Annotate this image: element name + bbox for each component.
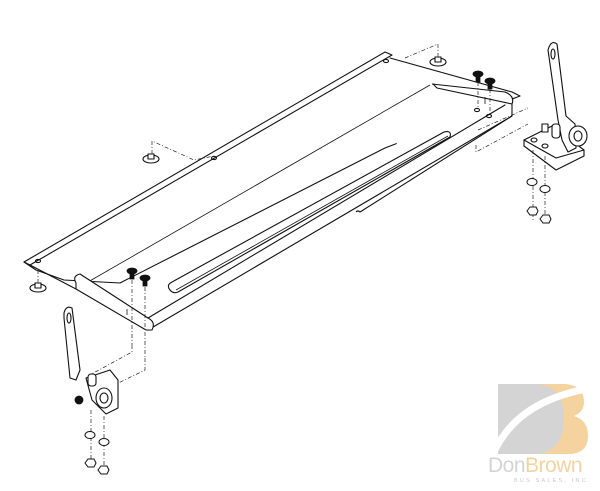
washer-nuts-right bbox=[526, 150, 552, 224]
grommets bbox=[29, 43, 447, 293]
watermark-logo: DonBrown BUS SALES, INC. bbox=[488, 380, 598, 488]
screw-pair-right bbox=[472, 70, 496, 114]
db-monogram-icon bbox=[490, 384, 593, 454]
tray bbox=[23, 51, 521, 331]
screw-pair-left bbox=[126, 267, 151, 358]
bracket-left bbox=[63, 306, 146, 415]
grommet-2 bbox=[429, 56, 447, 67]
bracket-right bbox=[475, 42, 588, 171]
watermark-subtitle: BUS SALES, INC. bbox=[514, 478, 592, 484]
grommet-3 bbox=[29, 282, 47, 293]
washer-nuts-left bbox=[84, 410, 110, 475]
grommet-1 bbox=[142, 153, 160, 164]
watermark-name: DonBrown bbox=[488, 454, 583, 477]
